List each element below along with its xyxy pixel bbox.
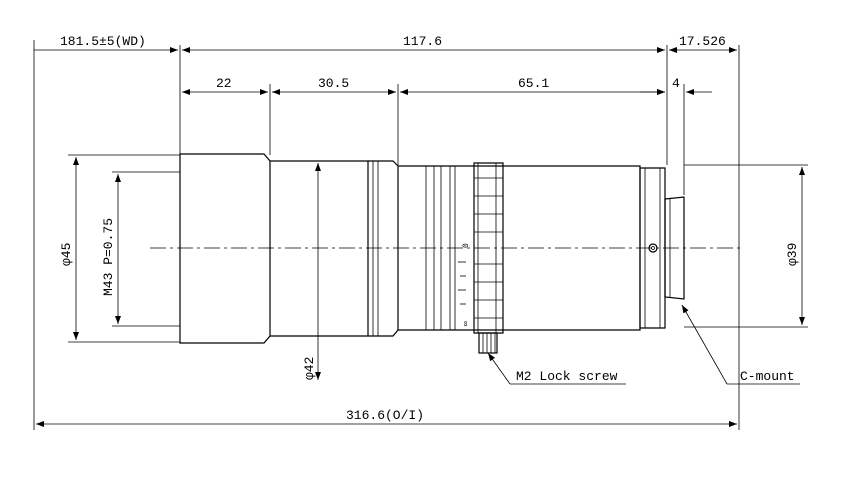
lens-length-label: 117.6 xyxy=(403,34,442,49)
diameter-thread: M43 P=0.75 xyxy=(101,174,121,324)
front-section-label: 22 xyxy=(216,76,232,91)
rear-section-label: 65.1 xyxy=(518,76,549,91)
dimension-mount-depth: 4 xyxy=(640,76,712,95)
front-diameter-label: φ45 xyxy=(59,243,74,266)
callout-c-mount: C-mount xyxy=(681,304,800,385)
mount-diameter-label: φ39 xyxy=(785,243,800,266)
dimension-lens-length: 117.6 xyxy=(182,34,665,53)
focus-ring xyxy=(473,162,504,334)
c-mount-label: C-mount xyxy=(740,369,795,384)
middle-barrel xyxy=(270,160,369,337)
diameter-barrel: φ42 xyxy=(302,163,321,380)
dimension-front-section: 22 xyxy=(182,76,268,95)
extension-lines xyxy=(33,40,808,430)
barrel-diameter-label: φ42 xyxy=(302,357,317,380)
c-mount-thread xyxy=(664,196,685,300)
front-barrel xyxy=(179,153,271,344)
dimension-rear-section: 65.1 xyxy=(400,76,665,95)
dimension-flange-back: 17.526 xyxy=(669,34,737,53)
dimension-overall-length: 316.6(O/I) xyxy=(36,408,737,427)
scale-near-mark: 0 xyxy=(462,243,471,248)
dimension-working-distance: 181.5±5(WD) xyxy=(34,34,178,53)
dimension-middle-section: 30.5 xyxy=(272,76,396,95)
rear-flange xyxy=(639,167,666,329)
callout-lock-screw: M2 Lock screw xyxy=(487,352,626,385)
middle-section-label: 30.5 xyxy=(318,76,349,91)
overall-length-label: 316.6(O/I) xyxy=(346,408,424,423)
lens-body xyxy=(179,153,685,344)
mount-depth-label: 4 xyxy=(672,76,680,91)
scale-far-mark: ∞ xyxy=(462,321,471,326)
focus-scale: 0 ∞ xyxy=(458,243,471,326)
diameter-mount: φ39 xyxy=(785,167,805,325)
filter-thread-label: M43 P=0.75 xyxy=(101,218,116,296)
diameter-front: φ45 xyxy=(59,157,79,340)
working-distance-label: 181.5±5(WD) xyxy=(60,34,146,49)
lock-screw xyxy=(478,332,498,354)
step-ring xyxy=(368,160,399,337)
lock-screw-label: M2 Lock screw xyxy=(516,369,618,384)
flange-back-label: 17.526 xyxy=(679,34,726,49)
